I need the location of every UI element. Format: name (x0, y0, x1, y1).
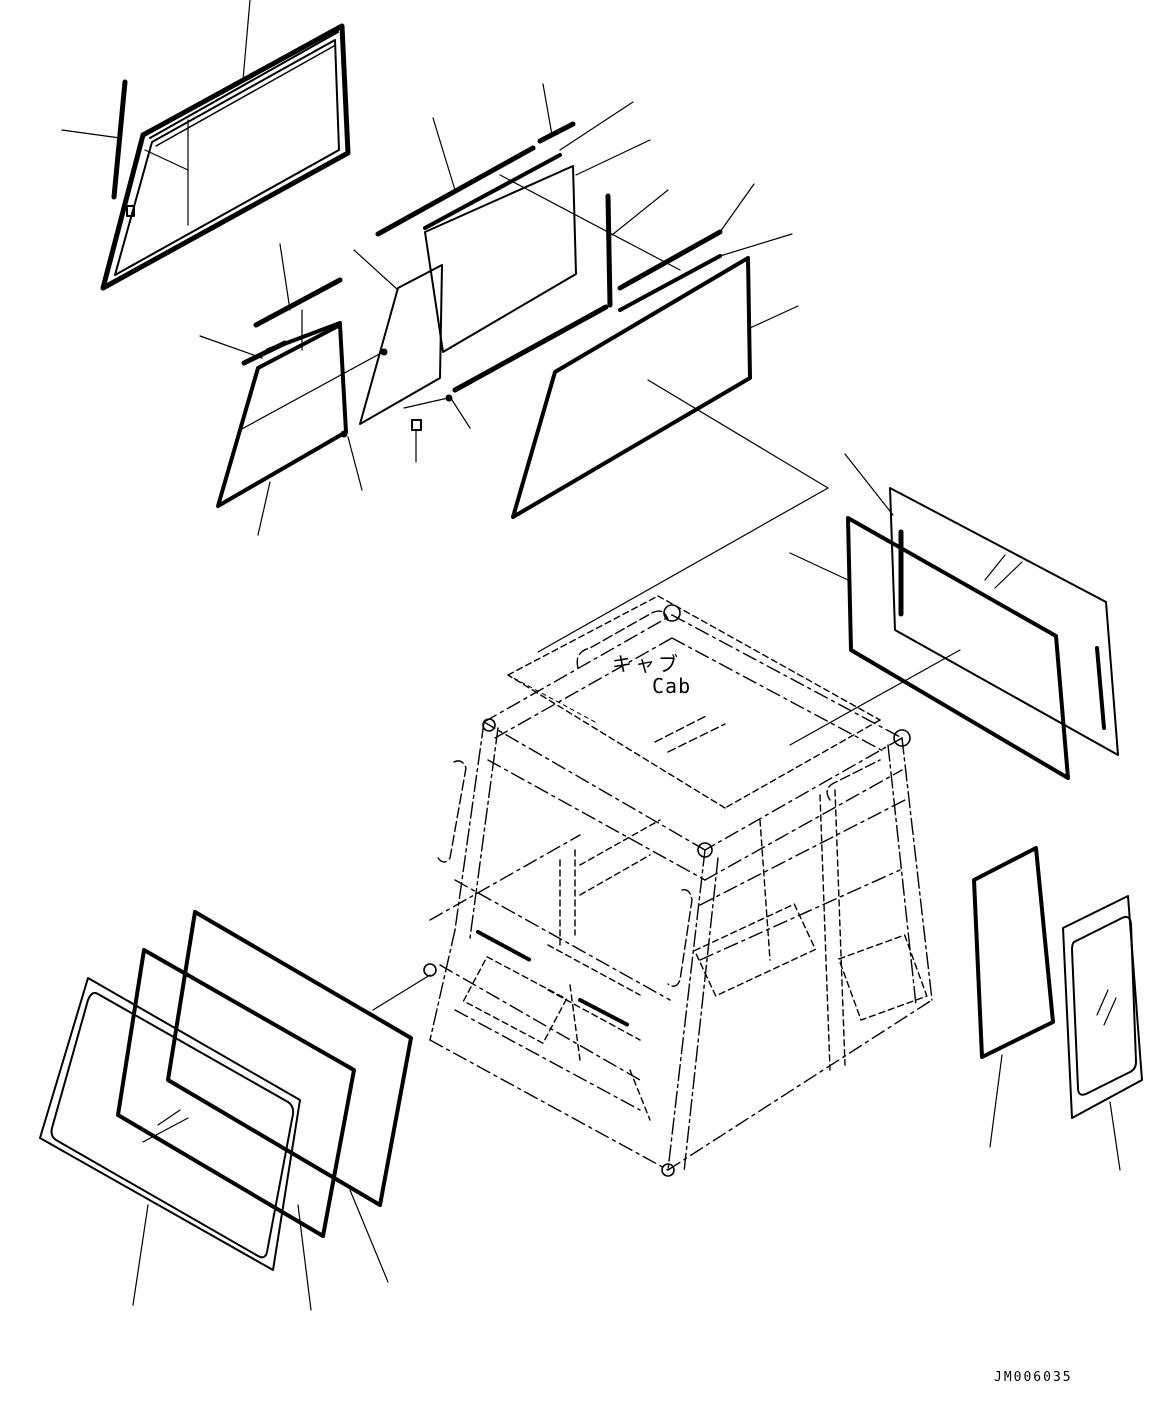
top-left-window-latch (126, 205, 135, 217)
top-left-window-inner-frame (114, 39, 340, 276)
small-right-glass-assembly (972, 846, 1143, 1171)
glass-hatch-icon (142, 1109, 189, 1143)
small-right-glass-plain (972, 846, 1055, 1059)
right-inner-glass (846, 516, 1070, 780)
upper-center-glass-assembly (375, 83, 681, 393)
left-glass-assembly (199, 243, 471, 536)
seal-strip-short (241, 340, 288, 366)
glass-hatch-icon (984, 554, 1023, 589)
seal-strip-vertical (111, 79, 128, 200)
front-glass-back-pane (166, 910, 413, 1207)
seal-strip (253, 277, 343, 328)
top-left-window-outer-frame (100, 23, 351, 291)
roof-glass-pane (511, 256, 752, 519)
seal-strip (375, 145, 536, 237)
small-right-glass-framed (1062, 895, 1143, 1119)
right-outer-glass (889, 487, 1119, 756)
drawing-number: JM006035 (994, 1370, 1073, 1385)
seal-strip (617, 229, 723, 291)
right-door-glass-assembly (789, 453, 1119, 780)
quarter-glass-pane (359, 264, 443, 425)
front-glass-front-pane (39, 977, 301, 1271)
seal-strip (452, 304, 609, 393)
cab-label-english: Cab (652, 674, 692, 698)
cab-frame (423, 595, 933, 1177)
seal-strip (618, 254, 722, 312)
left-glass-pane (216, 323, 348, 508)
front-glass-middle-pane (116, 948, 356, 1238)
seal-strip (423, 153, 562, 230)
seal-strip-vertical (605, 193, 613, 308)
front-glass-assembly (39, 910, 431, 1311)
glass-hatch-icon (1096, 989, 1117, 1026)
glass-clip (411, 419, 422, 463)
cab-label-japanese: キャブ (612, 652, 681, 676)
glass-hatch-icon (654, 715, 726, 753)
seal-strip-short (537, 121, 576, 144)
top-left-window-assembly (61, 0, 351, 291)
roof-glass-assembly (511, 183, 829, 653)
